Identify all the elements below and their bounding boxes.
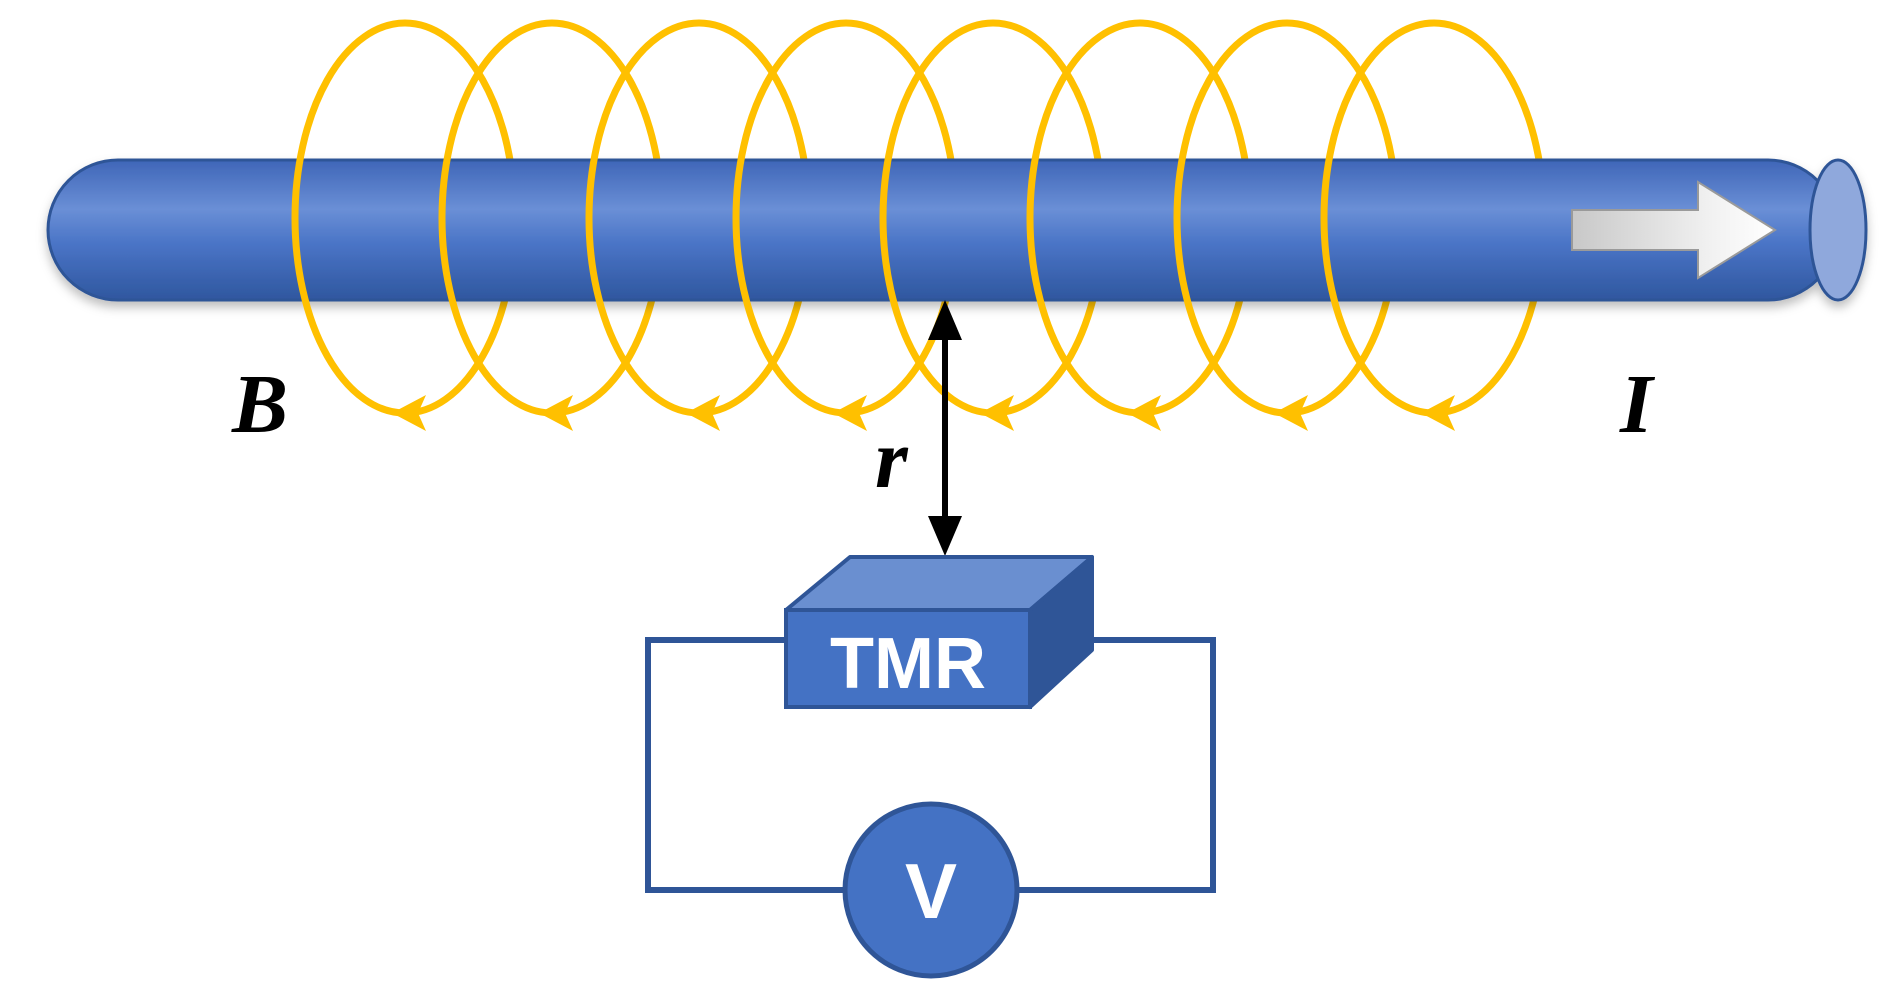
voltmeter-label: V (905, 847, 957, 935)
distance-arrow-head-bottom (928, 516, 962, 556)
field-direction-arrow-icon (1127, 395, 1161, 431)
field-direction-arrow-icon (1421, 395, 1455, 431)
voltmeter-circle (842, 801, 1020, 979)
voltmeter: V (842, 801, 1020, 979)
field-line-front (1173, 19, 1288, 417)
tmr-sensor: TMR (784, 555, 1094, 709)
field-lines-front (291, 19, 1455, 431)
field-label: B (231, 358, 288, 451)
field-direction-arrow-icon (1274, 395, 1308, 431)
field-line-front (291, 19, 406, 417)
field-line-front (732, 19, 847, 417)
field-line-front (438, 19, 553, 417)
conductor-body (46, 158, 1840, 302)
conductor (46, 158, 1868, 302)
tmr-sensor-front-face (784, 608, 1032, 709)
field-direction-arrow-icon (539, 395, 573, 431)
field-line-front (1320, 19, 1435, 417)
distance-arrow-head-top (928, 300, 962, 340)
right-arrow-icon (1571, 180, 1777, 280)
distance-label: r (875, 413, 909, 506)
field-line-front (585, 19, 700, 417)
conductor-end-face (1808, 158, 1868, 302)
field-direction-arrow-icon (980, 395, 1014, 431)
field-direction-arrow-icon (392, 395, 426, 431)
field-line-front (1026, 19, 1141, 417)
field-direction-arrow-icon (686, 395, 720, 431)
measurement-circuit (645, 637, 1216, 893)
circuit-wire-left (645, 637, 845, 893)
circuit-wire-right (1017, 637, 1216, 893)
current-label: I (1619, 358, 1656, 451)
field-direction-arrow-icon (833, 395, 867, 431)
tmr-sensor-label: TMR (830, 624, 986, 704)
